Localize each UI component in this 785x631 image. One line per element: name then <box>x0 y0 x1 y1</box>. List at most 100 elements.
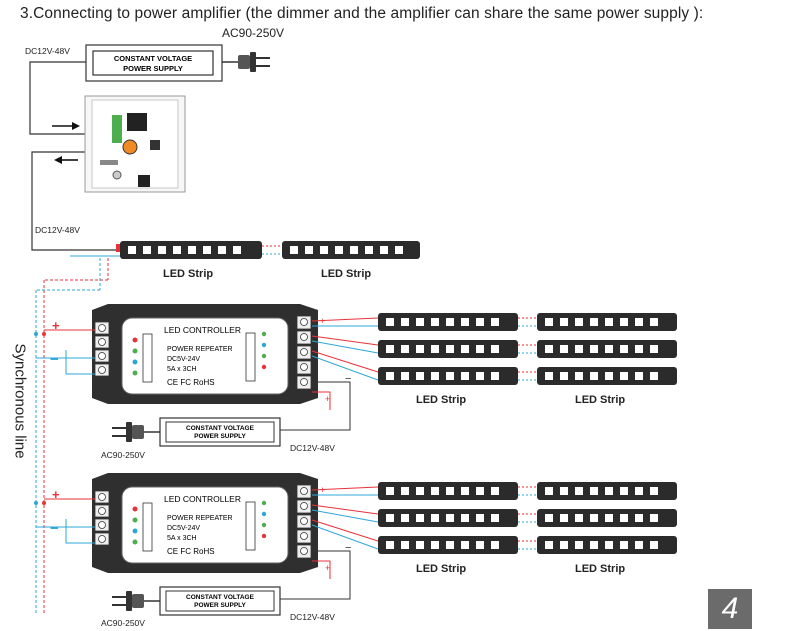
led-strip-label: LED Strip <box>163 268 214 280</box>
led-chip <box>320 246 328 254</box>
led-chip <box>560 541 568 549</box>
minus-marker: − <box>50 351 59 368</box>
led-chip <box>416 318 424 326</box>
led-chip <box>233 246 241 254</box>
indicator-led <box>132 359 138 365</box>
led-chip <box>461 372 469 380</box>
indicator-led <box>132 348 138 354</box>
indicator-led <box>261 353 267 359</box>
led-chip <box>401 372 409 380</box>
led-chip <box>590 345 598 353</box>
led-strip <box>537 340 677 358</box>
led-chip <box>431 541 439 549</box>
led-chip <box>446 514 454 522</box>
led-chip <box>431 372 439 380</box>
synchronous-line-label: Synchronous line <box>11 343 29 459</box>
led-chip <box>476 514 484 522</box>
led-chip <box>416 541 424 549</box>
indicator-led <box>261 342 267 348</box>
led-strip <box>378 367 518 385</box>
indicator-led <box>261 511 267 517</box>
led-chip <box>491 541 499 549</box>
unit1-ac-label: AC90-250V <box>101 450 145 460</box>
led-chip <box>386 541 394 549</box>
led-chip <box>575 318 583 326</box>
indicator-led <box>261 522 267 528</box>
led-chip <box>620 487 628 495</box>
led-chip <box>560 514 568 522</box>
led-strip <box>378 482 518 500</box>
led-chip <box>635 372 643 380</box>
led-chip <box>635 514 643 522</box>
minus-marker: − <box>345 373 351 385</box>
unit-psu-line2: POWER SUPPLY <box>194 433 246 440</box>
led-chip <box>650 514 658 522</box>
indicator-led <box>261 500 267 506</box>
led-chip <box>365 246 373 254</box>
led-chip <box>395 246 403 254</box>
led-chip <box>431 514 439 522</box>
led-strip-label: LED Strip <box>575 394 626 406</box>
led-chip <box>305 246 313 254</box>
led-chip <box>491 372 499 380</box>
plus-marker: + <box>320 316 325 326</box>
led-chip <box>650 541 658 549</box>
led-chip <box>491 345 499 353</box>
repeater-line3: 5A x 3CH <box>167 366 197 373</box>
led-chip <box>416 372 424 380</box>
dc-voltage-label-top: DC12V-48V <box>25 46 70 56</box>
led-chip <box>650 318 658 326</box>
led-chip <box>188 246 196 254</box>
top-plug-icon <box>222 52 270 72</box>
plug-icon <box>112 422 160 442</box>
led-chip <box>446 318 454 326</box>
led-chip <box>416 487 424 495</box>
led-chip <box>461 318 469 326</box>
unit-psu-line1: CONSTANT VOLTAGE <box>186 425 255 432</box>
led-chip <box>545 345 553 353</box>
led-chip <box>635 345 643 353</box>
repeater-certifications: CE FC RoHS <box>167 378 215 387</box>
led-chip <box>218 246 226 254</box>
led-chip <box>461 541 469 549</box>
led-strip <box>537 482 677 500</box>
plus-marker: + <box>325 563 330 573</box>
led-chip <box>386 487 394 495</box>
led-chip <box>446 372 454 380</box>
led-strip <box>537 367 677 385</box>
led-chip <box>431 345 439 353</box>
dc-voltage-label-mid: DC12V-48V <box>35 225 80 235</box>
led-chip <box>386 372 394 380</box>
led-chip <box>545 318 553 326</box>
led-strip <box>282 241 420 259</box>
led-chip <box>545 372 553 380</box>
plus-marker: + <box>52 487 60 502</box>
led-chip <box>491 318 499 326</box>
led-chip <box>545 514 553 522</box>
led-chip <box>575 514 583 522</box>
led-strip-label: LED Strip <box>321 268 372 280</box>
unit2-dc-label: DC12V-48V <box>290 612 335 622</box>
led-chip <box>575 487 583 495</box>
top-power-supply: CONSTANT VOLTAGE POWER SUPPLY <box>85 44 223 82</box>
indicator-led <box>261 533 267 539</box>
top-psu-line2: POWER SUPPLY <box>123 64 183 73</box>
led-chip <box>461 345 469 353</box>
page-number: 4 <box>708 589 752 629</box>
led-chip <box>446 487 454 495</box>
led-strip <box>120 241 262 259</box>
led-chip <box>335 246 343 254</box>
led-chip <box>560 318 568 326</box>
led-chip <box>575 372 583 380</box>
led-strip-label: LED Strip <box>575 563 626 575</box>
indicator-led <box>261 331 267 337</box>
led-chip <box>476 318 484 326</box>
led-chip <box>590 372 598 380</box>
led-chip <box>476 487 484 495</box>
led-chip <box>620 372 628 380</box>
repeater-line1: POWER REPEATER <box>167 346 233 353</box>
led-chip <box>401 514 409 522</box>
